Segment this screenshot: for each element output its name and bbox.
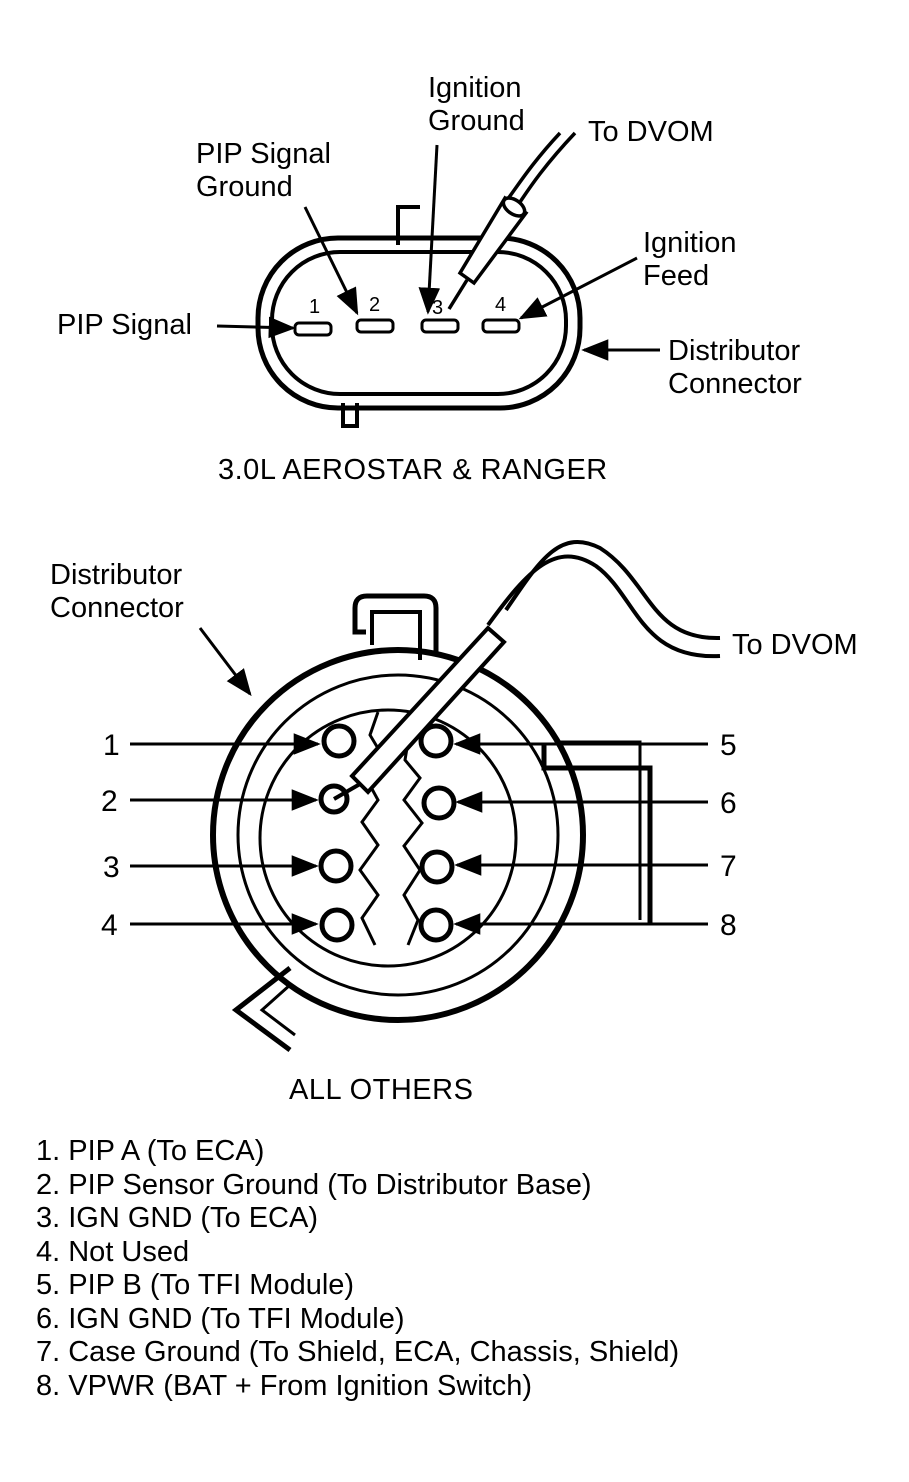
bottom-pin-socket-3 xyxy=(318,848,354,884)
top-pin-numbers: 1 2 3 4 xyxy=(309,294,506,319)
bottom-probe xyxy=(333,540,721,801)
legend-item-3: 3. IGN GND (To ECA) xyxy=(36,1202,318,1234)
legend-item-8: 8. VPWR (BAT + From Ignition Switch) xyxy=(36,1369,533,1402)
bottom-pin-socket-6 xyxy=(421,785,457,821)
top-probe-wire xyxy=(516,131,577,207)
bottom-pin-number-3: 3 xyxy=(103,851,120,884)
top-connector-key-tab xyxy=(396,205,420,245)
bottom-connector-bottom-tab-inner xyxy=(259,983,296,1037)
legend-item-1: 1. PIP A (To ECA) xyxy=(36,1135,265,1167)
top-leader-arrows xyxy=(216,144,660,361)
bottom-caption: ALL OTHERS xyxy=(289,1074,473,1106)
bottom-distributor-connector-label-line1: Distributor xyxy=(50,559,182,591)
top-probe-collar xyxy=(501,196,527,218)
bottom-pin-number-5: 5 xyxy=(720,729,737,762)
top-pin-number-3: 3 xyxy=(432,297,443,319)
bottom-connector-key-tab-inner xyxy=(370,610,422,660)
top-pin-slot-3 xyxy=(420,318,460,334)
bottom-pin-socket-7 xyxy=(419,849,455,885)
bottom-probe-wire-outer xyxy=(504,540,721,641)
top-connector-latch xyxy=(341,403,359,428)
top-pin-number-1: 1 xyxy=(309,296,320,318)
legend-item-6: 6. IGN GND (To TFI Module) xyxy=(36,1302,405,1335)
bottom-distributor-connector-arrow xyxy=(198,627,252,697)
top-pin-slot-4 xyxy=(481,318,521,334)
top-probe xyxy=(447,131,577,310)
ignition-ground-arrow xyxy=(418,144,441,315)
top-to-dvom-label: To DVOM xyxy=(588,116,714,148)
bottom-connector-center-divider-right xyxy=(402,729,424,946)
legend-item-2: 2. PIP Sensor Ground (To Distributor Bas… xyxy=(36,1168,592,1201)
bottom-left-pin-leaders xyxy=(130,733,321,935)
bottom-right-pin-leaders xyxy=(453,733,708,935)
legend-item-7: 7. Case Ground (To Shield, ECA, Chassis,… xyxy=(36,1336,680,1368)
pip-signal-ground-label-line1: PIP Signal xyxy=(196,138,331,170)
bottom-pin-number-2: 2 xyxy=(101,785,118,818)
bottom-probe-wire-inner xyxy=(486,554,721,659)
bottom-pin-number-7: 7 xyxy=(720,850,737,883)
top-distributor-connector-label-line2: Connector xyxy=(668,368,802,400)
bottom-connector-key-tab xyxy=(352,593,439,655)
pip-signal-label: PIP Signal xyxy=(57,309,192,341)
top-pin-slot-1 xyxy=(293,321,333,337)
bottom-pin-socket-4 xyxy=(319,907,355,943)
bottom-probe-body xyxy=(349,625,507,795)
bottom-probe-tip xyxy=(333,782,361,801)
ignition-feed-arrow xyxy=(518,256,638,320)
top-distributor-connector-label-line1: Distributor xyxy=(668,335,800,367)
top-pin-slot-2 xyxy=(355,318,395,334)
bottom-pin-number-4: 4 xyxy=(101,909,118,942)
ignition-feed-label-line1: Ignition xyxy=(643,227,737,259)
bottom-pin-socket-5 xyxy=(418,723,454,759)
legend-item-5: 5. PIP B (To TFI Module) xyxy=(36,1269,355,1301)
bottom-pin-number-1: 1 xyxy=(103,729,120,762)
top-connector-body-outer xyxy=(255,235,583,411)
bottom-connector-bottom-tab xyxy=(231,966,292,1053)
bottom-pin-number-8: 8 xyxy=(720,909,737,942)
bottom-pin-socket-2 xyxy=(318,783,350,815)
bottom-pin-socket-8 xyxy=(418,907,454,943)
ignition-ground-label-line2: Ground xyxy=(428,105,525,137)
ignition-feed-label-line2: Feed xyxy=(643,260,709,292)
bottom-connector-insert xyxy=(258,708,518,968)
ignition-ground-label-line1: Ignition xyxy=(428,72,522,104)
top-probe-tip xyxy=(447,279,469,310)
pin-legend: 1. PIP A (To ECA) 2. PIP Sensor Ground (… xyxy=(36,1135,896,1403)
pip-signal-arrow xyxy=(216,316,296,339)
bottom-pin-number-6: 6 xyxy=(720,787,737,820)
top-probe-wire-2 xyxy=(505,131,562,202)
bottom-distributor-connector-label-line2: Connector xyxy=(50,592,184,624)
bottom-to-dvom-label: To DVOM xyxy=(732,629,858,661)
top-pin-number-4: 4 xyxy=(495,294,506,316)
pip-signal-ground-label-line2: Ground xyxy=(196,171,293,203)
bottom-connector-right-shroud-inner xyxy=(560,740,642,920)
top-pin-number-2: 2 xyxy=(369,294,380,316)
top-caption: 3.0L AEROSTAR & RANGER xyxy=(218,454,608,486)
bottom-pin-socket-1 xyxy=(321,723,357,759)
bottom-connector-middle-ring xyxy=(236,673,560,997)
pip-signal-ground-arrow xyxy=(303,206,359,316)
bottom-connector xyxy=(210,593,653,1053)
bottom-connector-outer-ring xyxy=(210,647,586,1023)
bottom-connector-right-shroud xyxy=(541,745,653,925)
top-connector xyxy=(255,205,583,428)
legend-item-4: 4. Not Used xyxy=(36,1235,190,1268)
